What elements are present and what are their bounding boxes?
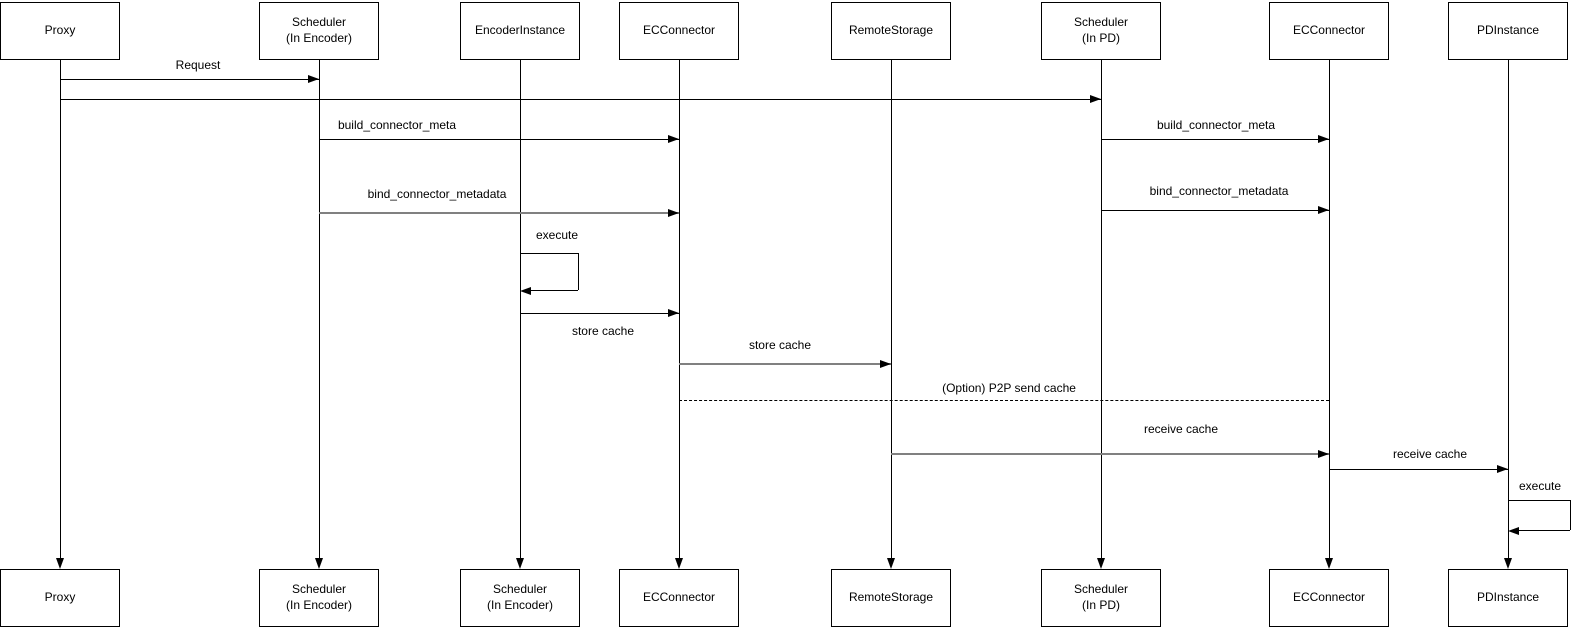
message-label: bind_connector_metadata <box>1147 184 1291 198</box>
participant-bottom-ec-connector-2: ECConnector <box>1269 569 1389 627</box>
participant-bottom-proxy: Proxy <box>0 569 120 627</box>
lifeline-arrowhead-icon-ec-connector-2 <box>1325 558 1333 569</box>
participant-bottom-scheduler-pd: Scheduler (In PD) <box>1041 569 1161 627</box>
participant-top-pd-instance: PDInstance <box>1448 2 1568 60</box>
self-message-bottom-line <box>1518 530 1570 531</box>
self-message-top-line <box>1508 500 1570 501</box>
participant-top-scheduler-pd: Scheduler (In PD) <box>1041 2 1161 60</box>
message-line <box>1101 139 1329 140</box>
lifeline-proxy <box>60 60 61 559</box>
lifeline-remote-storage <box>891 60 892 559</box>
lifeline-arrowhead-icon-ec-connector-1 <box>675 558 683 569</box>
message-label: build_connector_meta <box>335 118 459 132</box>
self-message-top-line <box>520 253 578 254</box>
message-arrowhead-icon <box>1318 135 1329 143</box>
message-label: bind_connector_metadata <box>365 187 509 201</box>
participant-bottom-encoder-instance: Scheduler (In Encoder) <box>460 569 580 627</box>
message-arrowhead-icon <box>308 75 319 83</box>
lifeline-arrowhead-icon-remote-storage <box>887 558 895 569</box>
participant-bottom-pd-instance: PDInstance <box>1448 569 1568 627</box>
message-label: Request <box>173 58 223 72</box>
message-arrowhead-icon <box>668 209 679 217</box>
message-line <box>520 313 679 314</box>
self-message-right-line <box>1570 500 1571 530</box>
participant-top-ec-connector-2: ECConnector <box>1269 2 1389 60</box>
participant-top-proxy: Proxy <box>0 2 120 60</box>
message-label: store cache <box>569 324 637 338</box>
participant-top-encoder-instance: EncoderInstance <box>460 2 580 60</box>
message-arrowhead-icon <box>668 135 679 143</box>
message-line <box>679 400 1329 401</box>
message-line <box>891 453 1329 455</box>
self-message-arrowhead-icon <box>520 287 531 295</box>
lifeline-scheduler-pd <box>1101 60 1102 559</box>
lifeline-arrowhead-icon-proxy <box>56 558 64 569</box>
message-arrowhead-icon <box>1497 465 1508 473</box>
message-label: receive cache <box>1390 447 1470 461</box>
message-arrowhead-icon <box>1318 206 1329 214</box>
message-label: receive cache <box>1141 422 1221 436</box>
message-line <box>1101 210 1329 211</box>
lifeline-arrowhead-icon-scheduler-encoder <box>315 558 323 569</box>
lifeline-ec-connector-1 <box>679 60 680 559</box>
message-line <box>679 363 891 365</box>
lifeline-scheduler-encoder <box>319 60 320 559</box>
lifeline-arrowhead-icon-scheduler-pd <box>1097 558 1105 569</box>
message-arrowhead-icon <box>1318 450 1329 458</box>
lifeline-arrowhead-icon-encoder-instance <box>516 558 524 569</box>
self-message-label: execute <box>1516 479 1564 493</box>
message-label: (Option) P2P send cache <box>940 381 1078 395</box>
participant-top-ec-connector-1: ECConnector <box>619 2 739 60</box>
message-label: store cache <box>746 338 814 352</box>
participant-bottom-scheduler-encoder: Scheduler (In Encoder) <box>259 569 379 627</box>
participant-bottom-remote-storage: RemoteStorage <box>831 569 951 627</box>
message-arrowhead-icon <box>1090 95 1101 103</box>
message-line <box>1329 469 1508 470</box>
lifeline-pd-instance <box>1508 60 1509 559</box>
participant-top-scheduler-encoder: Scheduler (In Encoder) <box>259 2 379 60</box>
participant-bottom-ec-connector-1: ECConnector <box>619 569 739 627</box>
message-arrowhead-icon <box>880 360 891 368</box>
self-message-bottom-line <box>530 290 578 291</box>
lifeline-encoder-instance <box>520 60 521 559</box>
message-arrowhead-icon <box>668 309 679 317</box>
message-line <box>60 99 1101 100</box>
lifeline-ec-connector-2 <box>1329 60 1330 559</box>
message-line <box>319 212 679 214</box>
message-line <box>319 139 679 140</box>
message-line <box>60 79 319 80</box>
participant-top-remote-storage: RemoteStorage <box>831 2 951 60</box>
message-label: build_connector_meta <box>1154 118 1278 132</box>
lifeline-arrowhead-icon-pd-instance <box>1504 558 1512 569</box>
self-message-right-line <box>578 253 579 290</box>
self-message-arrowhead-icon <box>1508 527 1519 535</box>
self-message-label: execute <box>533 228 581 242</box>
